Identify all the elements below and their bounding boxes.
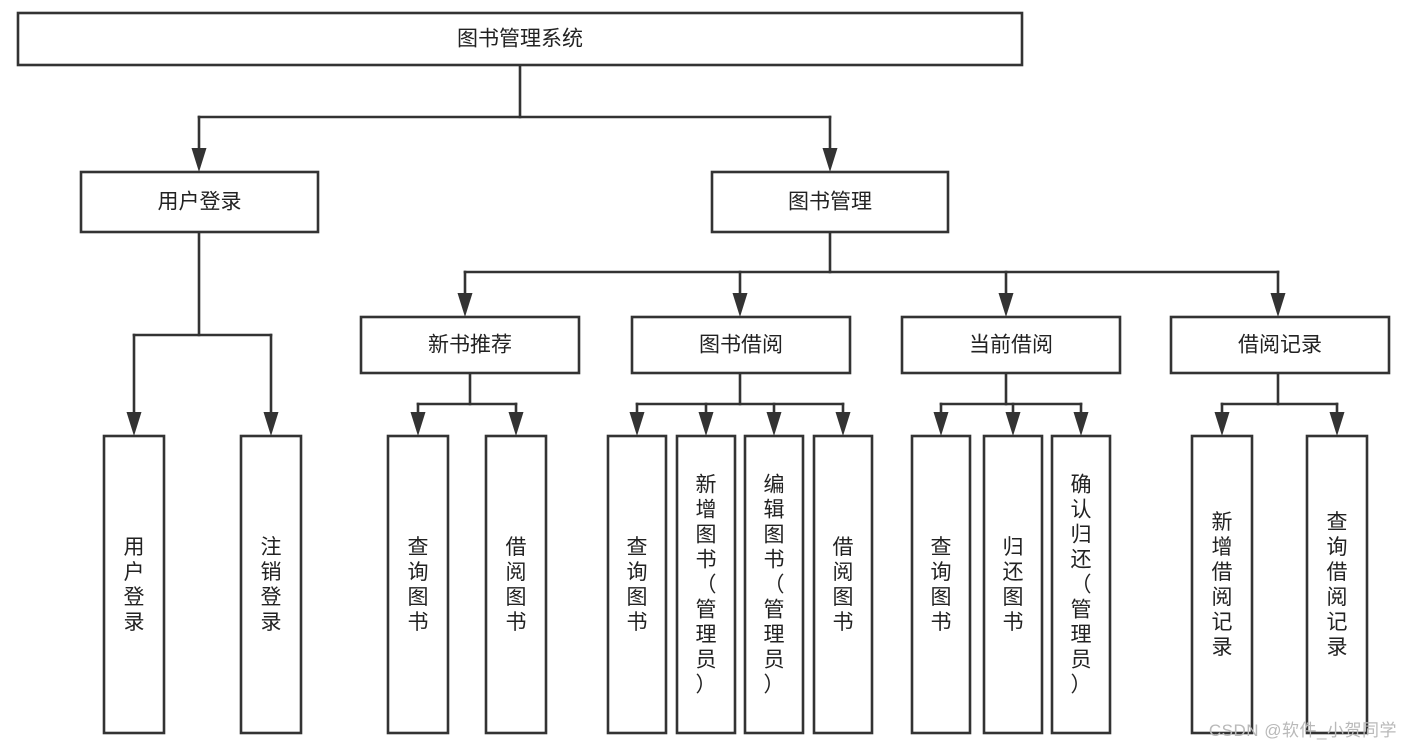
node-leaf-logout[interactable]: 注销登录: [239, 434, 303, 735]
node-box-leaf-confirm-return[interactable]: [1050, 434, 1112, 735]
node-leaf-edit-book[interactable]: 编辑图书（管理员）: [743, 434, 805, 735]
book-mgmt-drop-0-head: [457, 293, 473, 317]
node-box-book-borrow[interactable]: [630, 315, 852, 375]
node-label-leaf-query-book-recommend: 查询图书: [408, 536, 429, 634]
node-box-leaf-borrow-book[interactable]: [812, 434, 874, 735]
node-leaf-query-book-recommend[interactable]: 查询图书: [386, 434, 450, 735]
node-label-leaf-add-book: 新增图书（管理员）: [696, 474, 717, 697]
node-new-book-recommend[interactable]: 新书推荐: [359, 315, 581, 375]
node-leaf-add-book[interactable]: 新增图书（管理员）: [675, 434, 737, 735]
book-borrow-drop-3-head: [835, 412, 851, 436]
root-drop-0-head: [191, 148, 207, 172]
node-label-leaf-logout: 注销登录: [261, 536, 282, 634]
node-leaf-borrow-book-recommend[interactable]: 借阅图书: [484, 434, 548, 735]
node-label-leaf-query-book-borrow: 查询图书: [627, 536, 648, 634]
borrow-record-drop-1-head: [1329, 412, 1345, 436]
book-mgmt-drop-3-head: [1270, 293, 1286, 317]
node-box-current-borrow[interactable]: [900, 315, 1122, 375]
node-label-current-borrow: 当前借阅: [969, 334, 1053, 357]
node-box-leaf-logout[interactable]: [239, 434, 303, 735]
node-label-borrow-record: 借阅记录: [1238, 334, 1322, 357]
node-book-borrow[interactable]: 图书借阅: [630, 315, 852, 375]
current-borrow-drop-2-head: [1073, 412, 1089, 436]
node-box-leaf-query-book-current[interactable]: [910, 434, 972, 735]
user-login-drop-0-head: [126, 412, 142, 436]
node-leaf-confirm-return[interactable]: 确认归还（管理员）: [1050, 434, 1112, 735]
node-label-new-book-recommend: 新书推荐: [428, 334, 512, 357]
node-leaf-add-borrow-record[interactable]: 新增借阅记录: [1190, 434, 1254, 735]
node-box-leaf-query-book-borrow[interactable]: [606, 434, 668, 735]
new-book-recommend-drop-0-head: [410, 412, 426, 436]
node-borrow-record[interactable]: 借阅记录: [1169, 315, 1391, 375]
node-box-leaf-edit-book[interactable]: [743, 434, 805, 735]
node-box-new-book-recommend[interactable]: [359, 315, 581, 375]
node-box-book-management[interactable]: [710, 170, 950, 234]
node-box-leaf-query-book-recommend[interactable]: [386, 434, 450, 735]
node-label-leaf-query-book-current: 查询图书: [931, 536, 952, 634]
node-root[interactable]: 图书管理系统: [16, 11, 1024, 67]
current-borrow-drop-1-head: [1005, 412, 1021, 436]
node-leaf-query-book-borrow[interactable]: 查询图书: [606, 434, 668, 735]
book-mgmt-drop-1-head: [732, 293, 748, 317]
current-borrow-drop-0-head: [933, 412, 949, 436]
node-label-leaf-query-borrow-record: 查询借阅记录: [1327, 511, 1348, 659]
node-current-borrow[interactable]: 当前借阅: [900, 315, 1122, 375]
node-layer: 图书管理系统用户登录图书管理新书推荐图书借阅当前借阅借阅记录用户登录注销登录查询…: [16, 11, 1391, 735]
node-user-login[interactable]: 用户登录: [79, 170, 320, 234]
node-leaf-return-book[interactable]: 归还图书: [982, 434, 1044, 735]
node-box-borrow-record[interactable]: [1169, 315, 1391, 375]
book-borrow-drop-2-head: [766, 412, 782, 436]
node-leaf-query-borrow-record[interactable]: 查询借阅记录: [1305, 434, 1369, 735]
node-box-leaf-add-borrow-record[interactable]: [1190, 434, 1254, 735]
node-box-leaf-query-borrow-record[interactable]: [1305, 434, 1369, 735]
node-label-book-borrow: 图书借阅: [699, 334, 783, 357]
node-leaf-borrow-book[interactable]: 借阅图书: [812, 434, 874, 735]
node-label-book-management: 图书管理: [788, 191, 872, 214]
borrow-record-drop-0-head: [1214, 412, 1230, 436]
node-label-leaf-edit-book: 编辑图书（管理员）: [764, 474, 785, 697]
node-label-root: 图书管理系统: [457, 28, 583, 51]
node-box-user-login[interactable]: [79, 170, 320, 234]
book-borrow-drop-0-head: [629, 412, 645, 436]
node-label-leaf-confirm-return: 确认归还（管理员）: [1071, 474, 1092, 697]
node-leaf-query-book-current[interactable]: 查询图书: [910, 434, 972, 735]
node-leaf-user-login[interactable]: 用户登录: [102, 434, 166, 735]
user-login-drop-1-head: [263, 412, 279, 436]
node-label-leaf-add-borrow-record: 新增借阅记录: [1212, 511, 1233, 659]
node-label-leaf-user-login: 用户登录: [124, 536, 145, 634]
node-label-leaf-borrow-book-recommend: 借阅图书: [506, 536, 527, 634]
node-box-leaf-add-book[interactable]: [675, 434, 737, 735]
book-borrow-drop-1-head: [698, 412, 714, 436]
node-box-leaf-return-book[interactable]: [982, 434, 1044, 735]
node-label-leaf-return-book: 归还图书: [1003, 536, 1024, 634]
node-label-user-login: 用户登录: [158, 191, 242, 214]
connector-layer: [126, 63, 1345, 436]
node-box-root[interactable]: [16, 11, 1024, 67]
node-book-management[interactable]: 图书管理: [710, 170, 950, 234]
node-label-leaf-borrow-book: 借阅图书: [833, 536, 854, 634]
book-mgmt-drop-2-head: [998, 293, 1014, 317]
node-box-leaf-user-login[interactable]: [102, 434, 166, 735]
new-book-recommend-drop-1-head: [508, 412, 524, 436]
node-box-leaf-borrow-book-recommend[interactable]: [484, 434, 548, 735]
root-drop-1-head: [822, 148, 838, 172]
